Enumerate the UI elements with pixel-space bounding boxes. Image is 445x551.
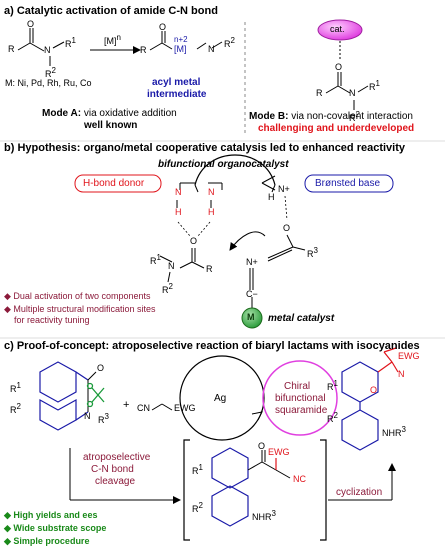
r2-lactam: R2 bbox=[10, 402, 21, 415]
chiral-3: squaramide bbox=[275, 405, 328, 416]
chiral-squaramide-cycle bbox=[262, 360, 338, 436]
r1-amide: R1 bbox=[150, 253, 161, 266]
atropo-1: atroposelective bbox=[83, 452, 151, 463]
r1-lactam: R1 bbox=[10, 381, 21, 394]
acyl-metal-2: intermediate bbox=[147, 89, 207, 100]
cat-ellipse bbox=[317, 19, 363, 41]
mode-b-sub: challenging and underdeveloped bbox=[258, 123, 415, 134]
bullet-multi-b: for reactivity tuning bbox=[14, 315, 90, 325]
bullet-dual: ◆ Dual activation of two components bbox=[4, 291, 151, 301]
o-label-2: O bbox=[159, 22, 167, 32]
r2-intermediate: R2 bbox=[192, 501, 203, 514]
nhr3-product: NHR3 bbox=[382, 425, 406, 438]
m-label: [M] bbox=[174, 44, 187, 54]
r-label-2: R bbox=[140, 45, 147, 55]
n-donor-1: N bbox=[175, 187, 182, 197]
acyl-metal-1: acyl metal bbox=[152, 77, 201, 88]
n-lactam: N bbox=[84, 411, 91, 421]
hbond-donor-label: H-bond donor bbox=[83, 178, 145, 189]
r1-intermediate: R1 bbox=[192, 463, 203, 476]
amide-structure-b bbox=[325, 72, 369, 110]
bronsted-base-box bbox=[304, 174, 394, 193]
mode-b: Mode B: via non-covalent interaction bbox=[249, 111, 413, 122]
o-lactam: O bbox=[97, 363, 105, 373]
chiral-2: bifunctional bbox=[275, 393, 326, 404]
n-plus-isocyanide: N+ bbox=[246, 257, 258, 267]
n-label-3: N bbox=[349, 88, 356, 98]
section-c-title: c) Proof-of-concept: atroposelective rea… bbox=[4, 340, 420, 352]
r-label-3: R bbox=[316, 88, 323, 98]
n-label: N bbox=[44, 45, 51, 55]
c-minus: C− bbox=[246, 289, 258, 299]
r2-label-3: R2 bbox=[349, 110, 360, 123]
n-plus-base: N+ bbox=[278, 184, 290, 194]
bullet-scope: ◆ Wide substrate scope bbox=[4, 523, 107, 533]
n2-label: n+2 bbox=[174, 35, 188, 44]
product-oxazole bbox=[341, 361, 379, 451]
cyclization-label: cyclization bbox=[336, 487, 383, 498]
intermediate-biaryl bbox=[211, 447, 249, 527]
acyl-metal-structure bbox=[149, 31, 223, 51]
h-base: H bbox=[268, 192, 275, 202]
nc-intermediate: NC bbox=[293, 474, 306, 484]
n-oxazole: N bbox=[398, 369, 405, 379]
r2-product: R2 bbox=[327, 411, 338, 424]
metal-catalyst-ball bbox=[241, 307, 263, 329]
section-b-title: b) Hypothesis: organo/metal cooperative … bbox=[4, 142, 406, 154]
o-oxazole: O bbox=[370, 385, 378, 395]
ewg-product: EWG bbox=[398, 351, 420, 361]
ewg-intermediate: EWG bbox=[268, 447, 290, 457]
ag-cycle bbox=[179, 355, 265, 441]
bifunctional-label: bifunctional organocatalyst bbox=[158, 159, 289, 170]
r-label: R bbox=[8, 44, 15, 54]
metal-reagent-label: [M]n bbox=[104, 33, 121, 46]
ewg-reagent: EWG bbox=[174, 403, 196, 413]
r1-product: R1 bbox=[327, 379, 338, 392]
amide-structure-a bbox=[17, 28, 65, 66]
m-ball-label: M bbox=[247, 312, 255, 322]
plus-sign: + bbox=[123, 399, 130, 411]
nhr3-intermediate: NHR3 bbox=[252, 509, 276, 522]
catalyst-arc bbox=[194, 154, 276, 186]
n-donor-2: N bbox=[208, 187, 215, 197]
hbond-donor-box bbox=[74, 174, 162, 193]
r1-label-3: R1 bbox=[369, 79, 380, 92]
r-amide: R bbox=[206, 264, 213, 274]
n-amide: N bbox=[168, 261, 175, 271]
biaryl-lactam bbox=[39, 361, 89, 431]
r2-label-2: R2 bbox=[224, 36, 235, 49]
o-label-3: O bbox=[335, 62, 343, 72]
metals-list: M: Ni, Pd, Rh, Ru, Co bbox=[5, 78, 92, 88]
atropo-3: cleavage bbox=[95, 476, 136, 487]
ag-label: Ag bbox=[214, 393, 227, 404]
chiral-1: Chiral bbox=[284, 381, 311, 392]
intermediate-bracket bbox=[183, 439, 327, 541]
bullet-procedure: ◆ Simple procedure bbox=[4, 536, 90, 546]
r2-label: R2 bbox=[45, 66, 56, 79]
mode-a: Mode A: via oxidative addition bbox=[42, 108, 177, 119]
n-label-2: N bbox=[208, 44, 215, 54]
o-intermediate: O bbox=[258, 441, 266, 451]
o-label: O bbox=[27, 19, 35, 29]
bronsted-base-label: Brønsted base bbox=[315, 178, 381, 189]
h-donor-1: H bbox=[175, 207, 182, 217]
r3-label: R3 bbox=[307, 246, 318, 259]
metal-catalyst-label: metal catalyst bbox=[268, 313, 335, 324]
scissor-mark bbox=[86, 382, 105, 408]
atropo-2: C-N bond bbox=[91, 464, 134, 475]
mode-a-sub: well known bbox=[84, 120, 138, 131]
cn-label: CN bbox=[137, 403, 150, 413]
h-donor-2: H bbox=[208, 207, 215, 217]
r2-amide: R2 bbox=[162, 282, 173, 295]
cat-label: cat. bbox=[330, 24, 345, 34]
bullet-yields: ◆ High yields and ees bbox=[4, 510, 98, 520]
o-enolate: O bbox=[283, 223, 291, 233]
bullet-multi: ◆ Multiple structural modification sites bbox=[4, 304, 156, 314]
r1-label: R1 bbox=[65, 36, 76, 49]
r3-lactam: R3 bbox=[98, 412, 109, 425]
o-acceptor: O bbox=[190, 236, 198, 246]
section-a-title: a) Catalytic activation of amide C-N bon… bbox=[4, 5, 218, 17]
